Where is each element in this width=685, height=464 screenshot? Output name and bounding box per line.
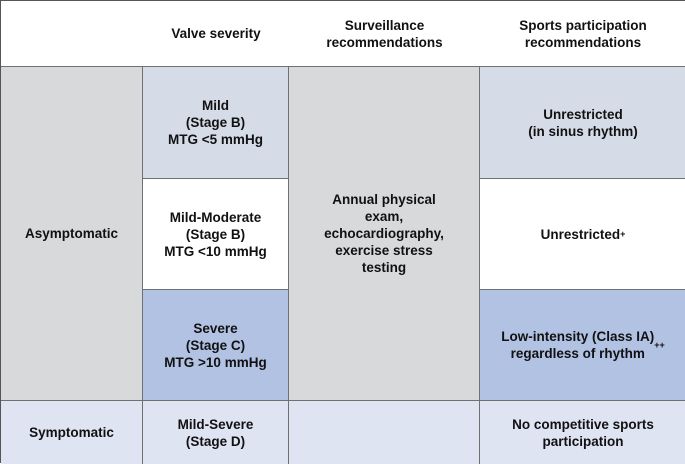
asymptomatic-label: Asymptomatic — [1, 67, 143, 401]
sports-mild-moderate-text: Unrestricted — [540, 226, 621, 242]
sports-mild-text: Unrestricted (in sinus rhythm) — [528, 106, 638, 139]
severity-severe: Severe (Stage C) MTG >10 mmHg — [143, 290, 289, 401]
header-valve-severity: Valve severity — [143, 1, 289, 67]
sports-symptomatic: No competitive sports participation — [480, 401, 685, 464]
severity-mild: Mild (Stage B) MTG <5 mmHg — [143, 67, 289, 179]
sports-severe: Low-intensity (Class IA) regardless of r… — [480, 290, 685, 401]
symptomatic-label: Symptomatic — [1, 401, 143, 464]
severity-mild-severe: Mild-Severe (Stage D) — [143, 401, 289, 464]
header-surveillance: Surveillance recommendations — [289, 1, 480, 67]
sports-severe-text: Low-intensity (Class IA) regardless of r… — [501, 329, 655, 361]
sports-mild: Unrestricted (in sinus rhythm) — [480, 67, 685, 179]
header-empty — [1, 1, 143, 67]
surveillance-symptomatic — [289, 401, 480, 464]
sports-mild-moderate: Unrestricted+ — [480, 179, 685, 290]
surveillance-asymptomatic: Annual physical exam, echocardiography, … — [289, 67, 480, 401]
header-sports-participation: Sports participation recommendations — [480, 1, 685, 67]
severity-mild-moderate: Mild-Moderate (Stage B) MTG <10 mmHg — [143, 179, 289, 290]
